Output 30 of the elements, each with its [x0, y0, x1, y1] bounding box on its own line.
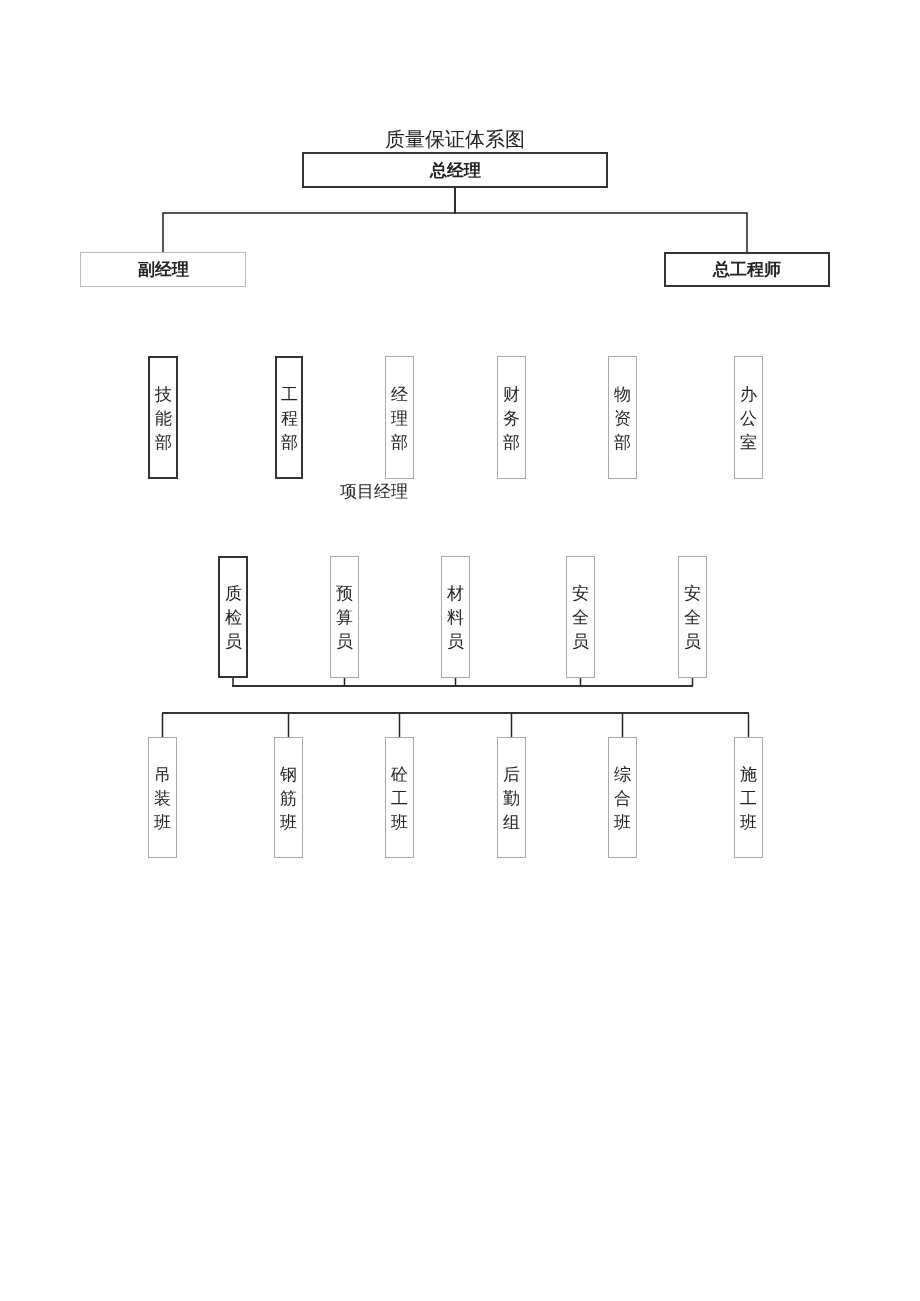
department-box: 材料员	[441, 556, 470, 678]
connector-line	[454, 187, 748, 253]
role-box: 总经理	[302, 152, 608, 188]
role-box: 副经理	[80, 252, 246, 287]
department-box: 后勤组	[497, 737, 526, 858]
department-box: 吊装班	[148, 737, 177, 858]
connector-line	[747, 712, 750, 738]
connector-line	[161, 712, 164, 738]
department-box: 安全员	[566, 556, 595, 678]
department-box: 财务部	[497, 356, 526, 479]
department-box: 经理部	[385, 356, 414, 479]
note-label: 项目经理	[340, 480, 408, 502]
connector-line	[398, 712, 401, 738]
department-box: 物资部	[608, 356, 637, 479]
department-box: 综合班	[608, 737, 637, 858]
diagram-title: 质量保证体系图	[384, 126, 526, 152]
department-box: 施工班	[734, 737, 763, 858]
department-box: 预算员	[330, 556, 359, 678]
department-box: 办公室	[734, 356, 763, 479]
department-box: 安全员	[678, 556, 707, 678]
department-box: 钢筋班	[274, 737, 303, 858]
department-box: 技能部	[148, 356, 178, 479]
department-box: 砼工班	[385, 737, 414, 858]
connector-line	[232, 677, 234, 687]
department-box: 质检员	[218, 556, 248, 678]
department-box: 工程部	[275, 356, 303, 479]
connector-line	[287, 712, 290, 738]
role-box: 总工程师	[664, 252, 830, 287]
connector-line	[510, 712, 513, 738]
connector-line	[621, 712, 624, 738]
